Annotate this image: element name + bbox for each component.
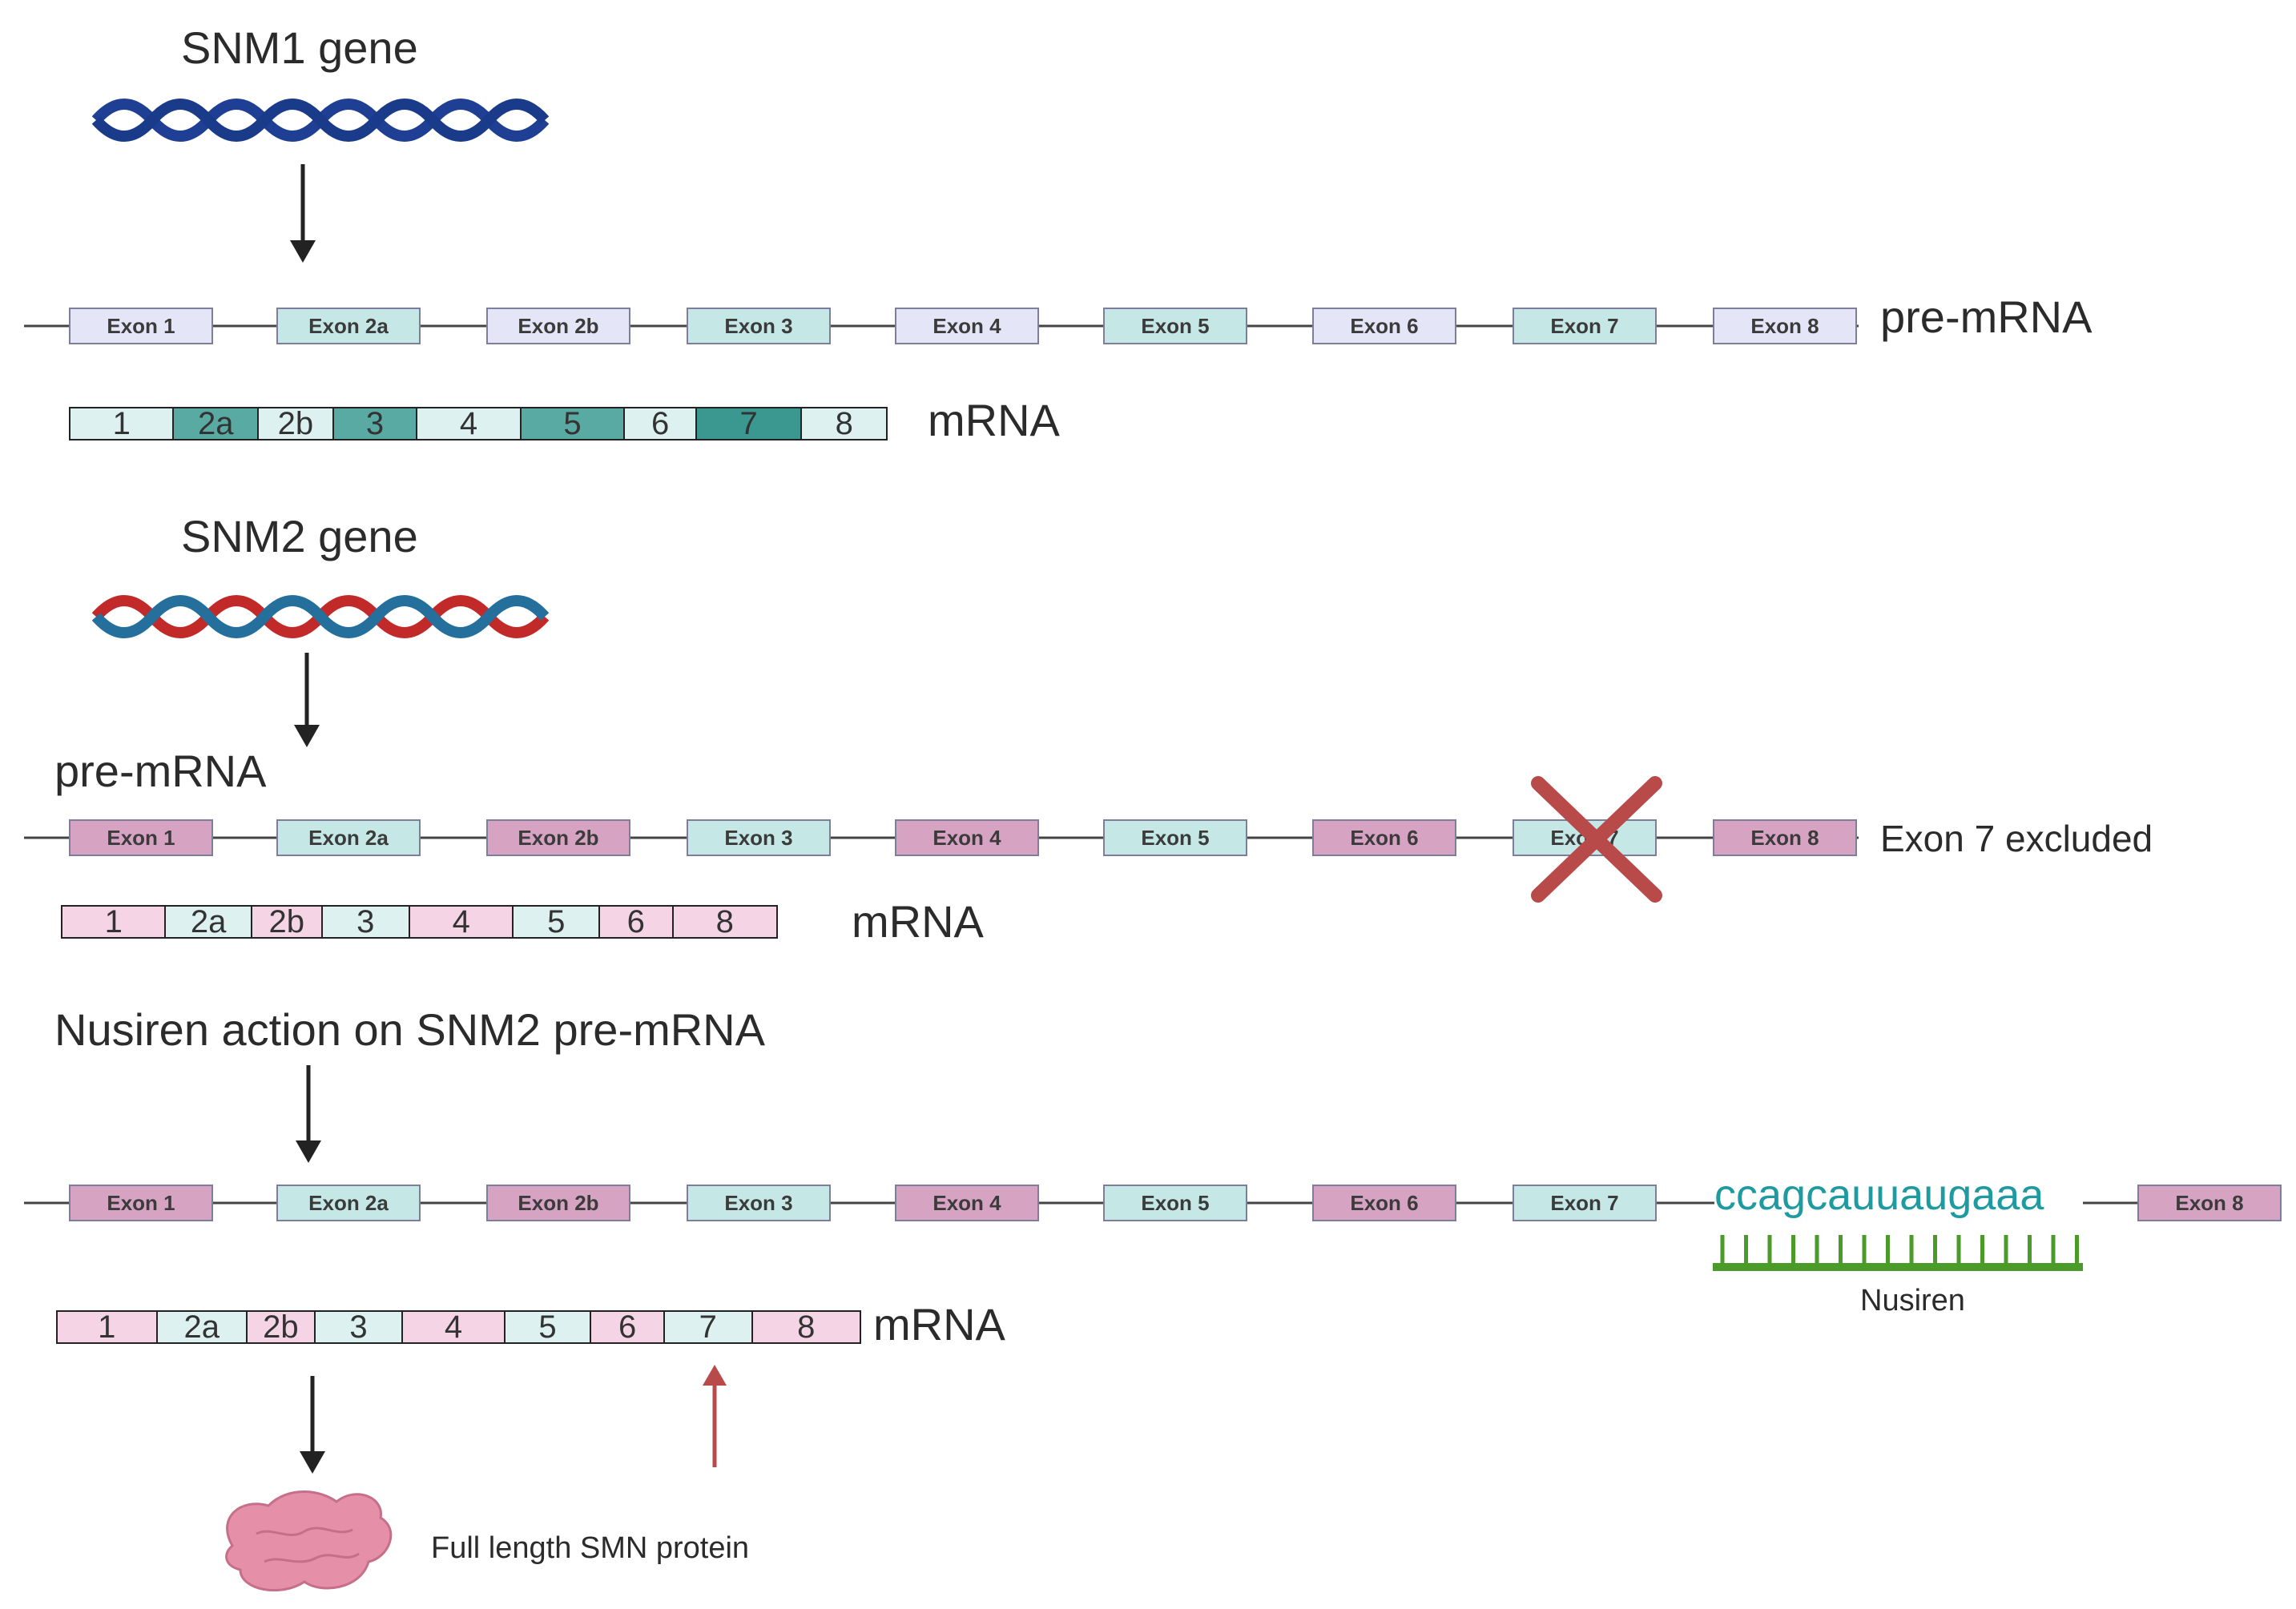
exon-box-1: Exon 1	[69, 308, 213, 344]
premrna-label-1: pre-mRNA	[1880, 292, 2093, 342]
mrna-segment-2b: 2b	[259, 406, 334, 441]
snm1-gene-label: SNM1 gene	[181, 22, 418, 73]
mrna-segment-3: 3	[322, 904, 411, 939]
exon-box-5: Exon 4	[895, 1185, 1039, 1221]
protein-label: Full length SMN protein	[431, 1531, 750, 1565]
mrna-segment-1: 1	[58, 1309, 158, 1345]
mrna-segment-2b: 2b	[252, 904, 323, 939]
mrna-segment-6: 6	[591, 1309, 665, 1345]
mrna-label-3: mRNA	[873, 1299, 1005, 1350]
mrna-segment-2a: 2a	[157, 1309, 248, 1345]
smn-protein-icon	[225, 1490, 393, 1592]
exon-box-7: Exon 6	[1312, 308, 1456, 344]
mrna-segment-1: 1	[70, 406, 175, 441]
exon-box-1: Exon 1	[69, 819, 213, 856]
exon-box-6: Exon 5	[1103, 1185, 1247, 1221]
mrna-segment-5: 5	[521, 406, 626, 441]
exon-box-7: Exon 6	[1312, 1185, 1456, 1221]
exon-box-3: Exon 2b	[486, 308, 630, 344]
mrna-segment-8: 8	[802, 406, 886, 441]
mrna-segment-6: 6	[625, 406, 697, 441]
exon-box-9: Exon 8	[1713, 819, 1857, 856]
exon-box-9: Exon 8	[2137, 1185, 2282, 1221]
mrna-segment-2a: 2a	[174, 406, 260, 441]
mrna-segment-7: 7	[696, 406, 803, 441]
arrow-mrna-to-protein-head	[300, 1451, 325, 1474]
nusiren-oligo-icon	[1713, 1235, 2083, 1271]
exon7-excluded-label: Exon 7 excluded	[1880, 818, 2153, 859]
exon-box-2: Exon 2a	[276, 1185, 421, 1221]
arrow-snm2-to-premrna-head	[294, 725, 320, 747]
exon-box-2: Exon 2a	[276, 308, 421, 344]
mrna-segment-5: 5	[514, 904, 600, 939]
exon-box-7: Exon 6	[1312, 819, 1456, 856]
snm1-dna-helix-icon	[91, 99, 550, 142]
exon7-excluded-cross-icon	[1531, 776, 1662, 903]
nusiren-target-sequence: ccagcauuaugaaa	[1714, 1171, 2044, 1219]
exon-box-4: Exon 3	[687, 1185, 831, 1221]
exon-box-5: Exon 4	[895, 308, 1039, 344]
mrna-segment-2a: 2a	[166, 904, 252, 939]
mrna-segment-8: 8	[752, 1309, 860, 1345]
mrna-segment-6: 6	[600, 904, 674, 939]
mrna-segment-4: 4	[410, 904, 514, 939]
exon-box-6: Exon 5	[1103, 819, 1247, 856]
mrna-label-1: mRNA	[928, 395, 1060, 445]
exon-box-4: Exon 3	[687, 819, 831, 856]
arrow-nusiren-to-premrna-head	[296, 1140, 321, 1163]
exon-box-6: Exon 5	[1103, 308, 1247, 344]
snm2-dna-helix-icon	[91, 595, 550, 638]
exon-box-4: Exon 3	[687, 308, 831, 344]
mrna-segment-3: 3	[315, 1309, 404, 1345]
mrna-label-2: mRNA	[852, 896, 984, 947]
mrna-segment-4: 4	[417, 406, 522, 441]
mrna-segment-8: 8	[673, 904, 777, 939]
nusiren-label: Nusiren	[1860, 1284, 1965, 1317]
exon-box-3: Exon 2b	[486, 1185, 630, 1221]
exon-box-9: Exon 8	[1713, 308, 1857, 344]
mrna-segment-4: 4	[403, 1309, 506, 1345]
mrna-segment-1: 1	[62, 904, 167, 939]
exon-box-8: Exon 7	[1513, 1185, 1657, 1221]
nusiren-action-title: Nusiren action on SNM2 pre-mRNA	[54, 1004, 765, 1055]
arrow-snm1-to-premrna-head	[290, 240, 316, 263]
red-arrow-exon7-included-head	[703, 1365, 727, 1386]
exon-box-1: Exon 1	[69, 1185, 213, 1221]
premrna-label-2: pre-mRNA	[54, 746, 267, 796]
exon-box-5: Exon 4	[895, 819, 1039, 856]
mrna-segment-2b: 2b	[248, 1309, 316, 1345]
exon-box-3: Exon 2b	[486, 819, 630, 856]
exon-box-8: Exon 7	[1513, 308, 1657, 344]
snm2-gene-label: SNM2 gene	[181, 511, 418, 561]
mrna-segment-5: 5	[505, 1309, 592, 1345]
exon-box-2: Exon 2a	[276, 819, 421, 856]
mrna-segment-3: 3	[333, 406, 418, 441]
mrna-segment-7: 7	[664, 1309, 753, 1345]
